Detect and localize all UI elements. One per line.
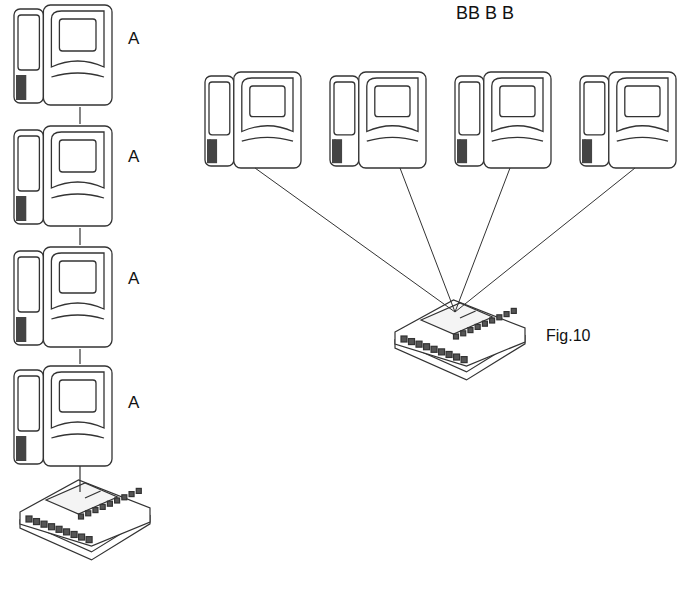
intercom-monitor: [205, 72, 301, 168]
monitor-unit: A: [10, 124, 143, 228]
power-distributor: [395, 300, 525, 380]
power-distributor: [20, 480, 150, 560]
intercom-monitor: [455, 72, 551, 168]
wire: [400, 168, 455, 312]
intercom-monitor: [14, 247, 112, 347]
daisy-chain-wire: [79, 228, 80, 245]
wire: [255, 168, 455, 312]
daisy-chain-wire: [79, 107, 80, 124]
wire: [455, 168, 635, 312]
intercom-monitor: [14, 366, 112, 466]
daisy-chain-wire: [79, 349, 80, 364]
unit-label: A: [128, 148, 139, 167]
intercom-monitor: [14, 5, 112, 105]
group-label: BB B B: [456, 4, 514, 24]
unit-label: A: [128, 30, 139, 49]
wire: [79, 466, 80, 492]
monitor-unit: A: [10, 364, 143, 468]
unit-label: A: [128, 270, 139, 289]
figure-number: Fig.10: [546, 327, 590, 345]
intercom-monitor: [580, 72, 676, 168]
intercom-monitor: [14, 126, 112, 226]
monitor-unit: A: [10, 245, 143, 349]
unit-label: A: [128, 394, 139, 413]
intercom-monitor: [330, 72, 426, 168]
monitor-unit: A: [10, 3, 143, 107]
